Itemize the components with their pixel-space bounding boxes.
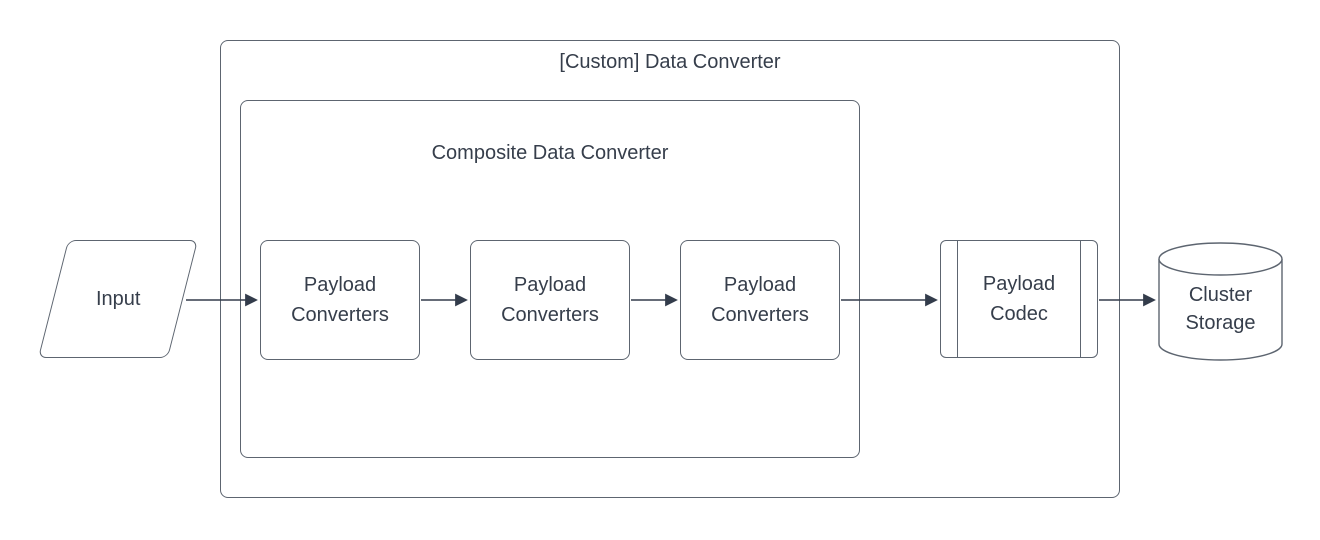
codec-left-bar xyxy=(957,241,959,357)
node-input: Input xyxy=(37,240,199,358)
input-label: Input xyxy=(95,288,141,310)
codec-right-bar xyxy=(1079,241,1081,357)
node-payload-codec: Payload Codec xyxy=(940,240,1098,358)
payload-codec-label: Payload Codec xyxy=(982,273,1056,325)
node-payload-converters-1: Payload Converters xyxy=(260,240,420,360)
cluster-storage-label: Cluster Storage xyxy=(1185,284,1256,334)
composite-data-converter-container xyxy=(240,100,860,458)
custom-data-converter-container xyxy=(220,40,1120,498)
node-payload-converters-2: Payload Converters xyxy=(470,240,630,360)
node-cluster-storage: Cluster Storage xyxy=(1159,242,1282,360)
payload-converters-2-label: Payload Converters xyxy=(501,274,599,326)
composite-data-converter-label: Composite Data Converter xyxy=(431,142,669,164)
node-payload-converters-3: Payload Converters xyxy=(680,240,840,360)
payload-converters-1-label: Payload Converters xyxy=(291,274,389,326)
custom-data-converter-label: [Custom] Data Converter xyxy=(559,51,781,73)
payload-converters-3-label: Payload Converters xyxy=(711,274,809,326)
